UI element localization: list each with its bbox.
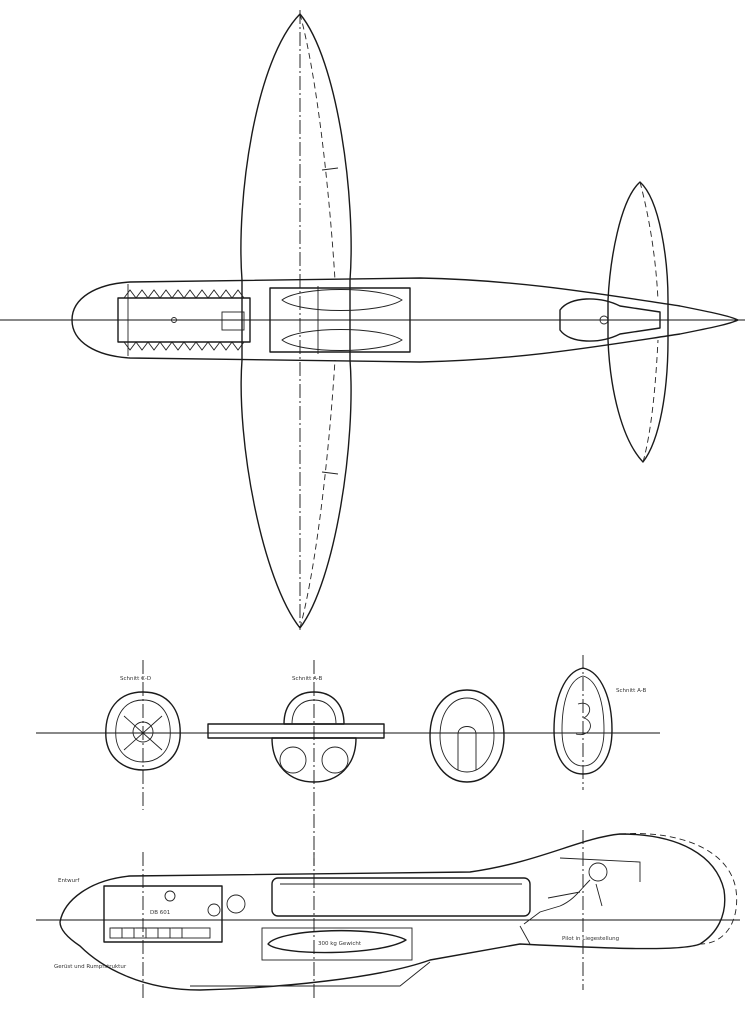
fuselage-upper-section — [283, 691, 345, 725]
canopy-dashed-extension — [619, 833, 738, 945]
elevator-line-lower — [642, 339, 659, 463]
main-wing-outline — [240, 13, 352, 629]
pilot-head-plan — [599, 315, 609, 325]
engine-label: DB 601 — [150, 910, 170, 916]
aileron-mark-lower — [321, 471, 339, 475]
section-ef-inner — [561, 675, 605, 767]
cockpit-canopy-plan — [559, 298, 661, 342]
bomb-upper-plan — [281, 289, 403, 311]
side-label-top: Entwurf — [58, 878, 80, 884]
section-ab-label: Schnitt A-B — [292, 676, 323, 682]
engine-accessory-mark — [207, 903, 221, 917]
engine-sump-side — [109, 927, 211, 939]
section-ef-pilot — [575, 702, 591, 736]
section-fuselage-outline — [429, 689, 505, 783]
pilot-head-side — [588, 862, 608, 882]
bomb-left-section — [279, 746, 307, 774]
bomb-label: 300 kg Gewicht — [318, 941, 362, 947]
section-fuselage-inner — [439, 697, 495, 773]
rear-strut-line — [519, 925, 531, 945]
engine-supercharger — [221, 311, 245, 331]
section-fuselage-keel — [457, 726, 477, 770]
wing-spar-section — [207, 723, 385, 739]
section-ab-wing: Schnitt A-B — [207, 660, 385, 866]
section-cd-engine — [132, 721, 154, 743]
bomb-lower-plan — [281, 329, 403, 351]
plan-view — [0, 10, 745, 630]
tailplane-outline — [607, 181, 669, 463]
section-cd-label: Schnitt C-D — [120, 676, 151, 682]
bomb-bay-outline-plan — [269, 287, 411, 353]
elevator-line-upper — [639, 181, 659, 301]
side-view: Entwurf Gerüst und Rumpfstruktur DB 601 … — [36, 830, 740, 1000]
engine-cylinder-marks-side — [112, 927, 183, 938]
section-fuselage — [429, 689, 505, 783]
section-ef-label: Schnitt A-B — [616, 688, 647, 694]
bomb-bay-side — [261, 927, 413, 961]
section-cd-struts — [123, 715, 163, 751]
section-cd-inner — [115, 699, 171, 763]
pilot-body-side — [523, 879, 603, 925]
wing-flap-line-upper — [299, 13, 336, 281]
bomb-right-section — [321, 746, 349, 774]
aileron-mark-upper — [321, 167, 339, 171]
fuselage-lower-section — [271, 737, 357, 783]
section-cd: Schnitt C-D — [105, 660, 181, 810]
cross-sections: Schnitt C-D Schnitt A-B Schnitt A-B — [36, 655, 660, 866]
fuselage-side-profile — [59, 833, 726, 991]
belly-skid-line — [190, 961, 431, 987]
engine-gear-mark — [164, 890, 176, 902]
wing-flap-line-lower — [299, 359, 336, 629]
fuselage-outline-plan — [71, 277, 739, 363]
bomb-side — [267, 929, 407, 954]
engine-crank-mark — [171, 317, 177, 323]
section-ef-outline — [553, 667, 613, 775]
supercharger-side — [226, 894, 246, 914]
engine-cylinders-bottom — [123, 341, 245, 351]
side-label-bottom: Gerüst und Rumpfstruktur — [54, 964, 127, 970]
section-cd-outline — [105, 691, 181, 771]
engine-cylinders-top — [123, 289, 245, 299]
radiator-duct-side — [271, 877, 531, 917]
section-ef: Schnitt A-B — [553, 655, 647, 790]
fuselage-upper-inner — [291, 699, 337, 725]
pilot-figure: Pilot in Liegestellung — [523, 862, 619, 942]
pilot-label: Pilot in Liegestellung — [562, 936, 619, 942]
canopy-frame-side — [559, 857, 641, 882]
engine-side — [103, 885, 223, 943]
